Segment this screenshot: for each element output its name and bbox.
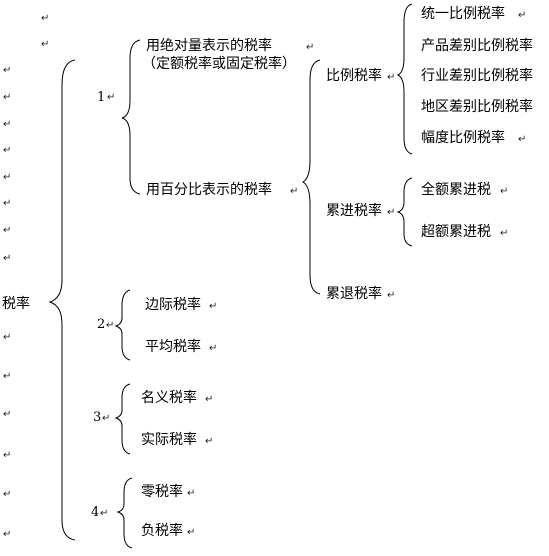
brace-root: [48, 59, 76, 541]
proportional-rate-label: 比例税率: [326, 68, 382, 84]
proportional-item: 统一比例税率: [421, 6, 505, 22]
group-3-item: 名义税率: [141, 390, 197, 406]
paragraph-mark: ↵: [306, 42, 315, 53]
group-number-3: 3: [93, 410, 102, 425]
paragraph-mark: ↵: [41, 39, 50, 50]
proportional-item: 产品差别比例税率: [421, 38, 533, 54]
group-3-item: 实际税率: [141, 432, 197, 448]
root-label: 税率: [2, 296, 30, 312]
paragraph-mark: ↵: [3, 92, 12, 103]
paragraph-mark: ↵: [205, 436, 214, 447]
progressive-rate-label: 累进税率: [326, 203, 382, 219]
paragraph-mark: ↵: [41, 13, 50, 24]
group-number-4: 4: [91, 505, 100, 520]
brace-progressive: [396, 177, 413, 247]
paragraph-mark: ↵: [3, 145, 12, 156]
paragraph-mark: ↵: [209, 343, 218, 354]
progressive-item: 超额累进税: [421, 224, 491, 240]
group-number-1: 1: [97, 90, 106, 105]
group-2-item: 边际税率: [145, 297, 201, 313]
paragraph-mark: ↵: [3, 409, 12, 420]
paragraph-mark: ↵: [3, 119, 12, 130]
paragraph-mark: ↵: [106, 320, 115, 331]
paragraph-mark: ↵: [500, 186, 509, 197]
paragraph-mark: ↵: [290, 186, 299, 197]
group-2-item: 平均税率: [145, 339, 201, 355]
percent-rate-label: 用百分比表示的税率: [146, 182, 272, 198]
progressive-item: 全额累进税: [421, 182, 491, 198]
group-4-item: 负税率: [141, 523, 183, 539]
paragraph-mark: ↵: [3, 172, 12, 183]
brace-group-1: [121, 39, 141, 195]
paragraph-mark: ↵: [3, 371, 12, 382]
paragraph-mark: ↵: [500, 228, 509, 239]
absolute-rate-sublabel: （定额税率或固定税率）: [142, 56, 296, 72]
proportional-item: 幅度比例税率: [421, 130, 505, 146]
paragraph-mark: ↵: [209, 301, 218, 312]
brace-group-2: [114, 289, 131, 361]
paragraph-mark: ↵: [3, 65, 12, 76]
absolute-rate-label: 用绝对量表示的税率: [146, 38, 272, 54]
brace-group-3: [114, 383, 131, 455]
paragraph-mark: ↵: [387, 290, 396, 301]
regressive-rate-label: 累退税率: [326, 286, 382, 302]
paragraph-mark: ↵: [187, 488, 196, 499]
paragraph-mark: ↵: [518, 10, 527, 21]
group-4-item: 零税率: [141, 484, 183, 500]
proportional-item: 地区差别比例税率: [421, 99, 533, 115]
paragraph-mark: ↵: [518, 134, 527, 145]
paragraph-mark: ↵: [3, 450, 12, 461]
brace-proportional: [396, 3, 413, 155]
paragraph-mark: ↵: [102, 413, 111, 424]
paragraph-mark: ↵: [387, 72, 396, 83]
proportional-item: 行业差别比例税率: [421, 68, 533, 84]
paragraph-mark: ↵: [3, 198, 12, 209]
group-number-2: 2: [97, 317, 106, 332]
paragraph-mark: ↵: [3, 489, 12, 500]
brace-rate-types: [301, 59, 321, 295]
paragraph-mark: ↵: [3, 332, 12, 343]
paragraph-mark: ↵: [387, 207, 396, 218]
paragraph-mark: ↵: [205, 394, 214, 405]
paragraph-mark: ↵: [187, 527, 196, 538]
paragraph-mark: ↵: [3, 529, 12, 540]
paragraph-mark: ↵: [107, 92, 116, 103]
paragraph-mark: ↵: [3, 253, 12, 264]
paragraph-mark: ↵: [3, 225, 12, 236]
paragraph-mark: ↵: [100, 508, 109, 519]
brace-group-4: [116, 477, 133, 549]
